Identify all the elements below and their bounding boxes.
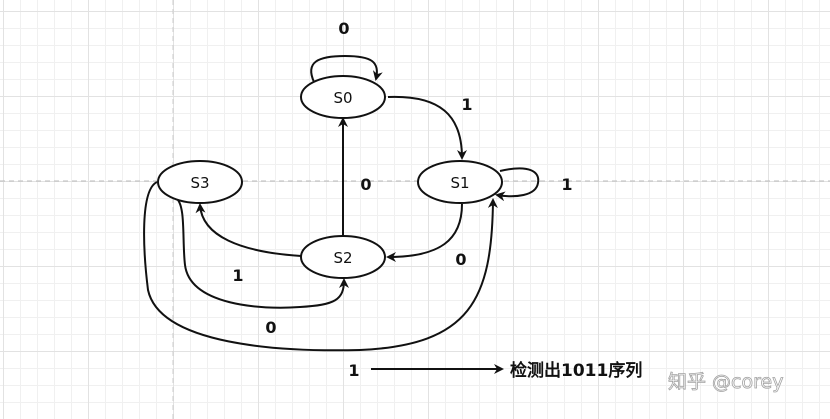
edge-s3-s1 (143, 181, 498, 352)
watermark: 知乎 @corey (668, 371, 783, 393)
edge-s1-s1 (495, 167, 540, 202)
state-s0: S0 (300, 75, 386, 119)
state-label: S0 (333, 89, 352, 107)
state-label: S1 (450, 174, 469, 192)
edge-label-s3-s2: 0 (265, 318, 276, 337)
state-label: S3 (190, 174, 209, 192)
output-result-text: 检测出1011序列 (510, 360, 642, 381)
state-label: S2 (333, 249, 352, 267)
state-s3: S3 (157, 160, 243, 204)
edge-s0-s1 (387, 95, 467, 160)
state-s2: S2 (300, 235, 386, 279)
edge-s3-s2 (175, 197, 349, 309)
edge-label-s1-s2: 0 (455, 250, 466, 269)
edge-label-s2-s0: 0 (360, 175, 371, 194)
edge-s0-s0 (310, 54, 383, 83)
edge-label-s2-s3: 1 (232, 266, 243, 285)
edge-label-s0-s1: 1 (461, 95, 472, 114)
edge-s1-s2 (386, 203, 463, 262)
state-s1: S1 (417, 160, 503, 204)
edge-label-s1-s1: 1 (561, 175, 572, 194)
edge-label-s0-s0: 0 (338, 19, 349, 38)
edge-label-s3-s1: 1 (348, 361, 359, 380)
edge-s2-s3 (195, 203, 302, 257)
